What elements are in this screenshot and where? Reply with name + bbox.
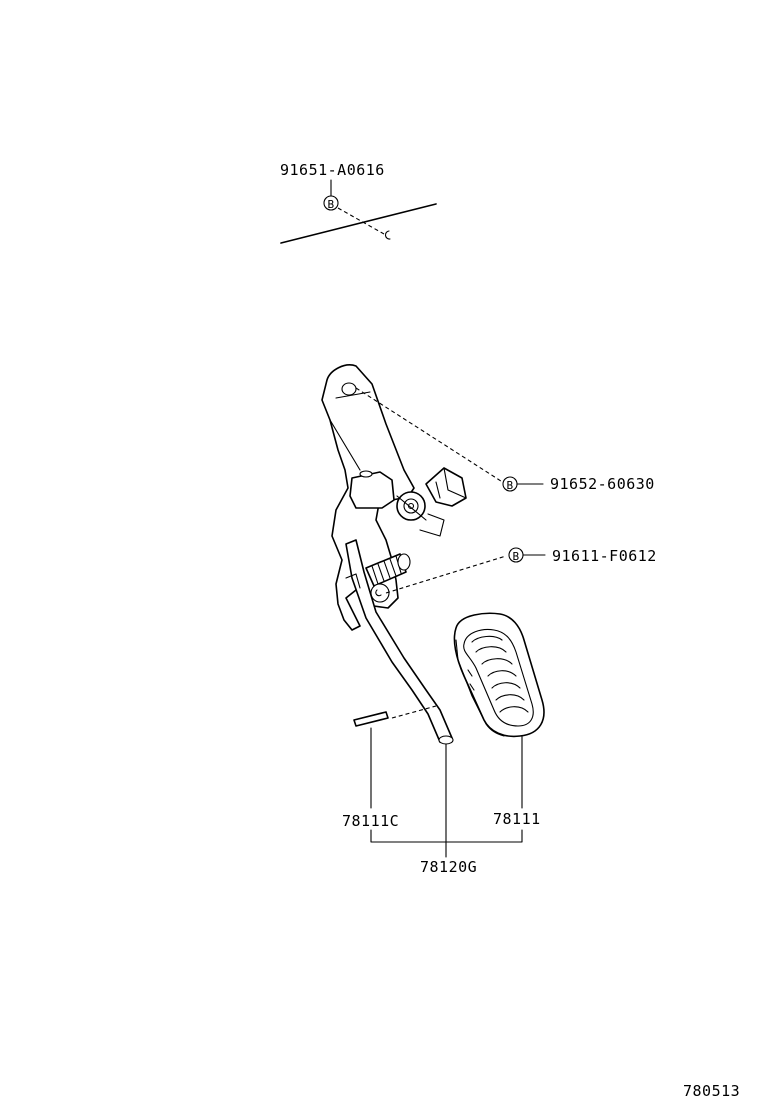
diagram-code: 780513 <box>683 1082 740 1100</box>
lower-pivot-hole-icon <box>375 589 382 597</box>
pin-body <box>353 711 389 727</box>
pivot-housing <box>349 471 395 509</box>
bracket-edge-line <box>329 419 361 471</box>
part-label-bolt-lower[interactable]: 91611-F0612 <box>552 547 657 565</box>
bolt-marker-letter-lower: B <box>512 550 519 563</box>
pedal-pad-inner <box>463 628 534 727</box>
bracket-mount-hole <box>341 382 357 396</box>
pivot-cap <box>359 470 373 478</box>
bolt-callout-lower: B 91611-F0612 <box>508 547 657 565</box>
pedal-pad <box>453 612 545 738</box>
bottom-callouts: 78111C 78111 78120G <box>342 727 541 876</box>
bolt-marker-letter-top: B <box>327 198 334 211</box>
pedal-arm-end <box>438 735 454 745</box>
pedal-bracket-assembly <box>321 364 507 745</box>
pivot-ring-inner <box>403 498 419 514</box>
connector-detail-line <box>435 481 441 499</box>
bolt-marker-letter-bracket: B <box>506 479 513 492</box>
bolt-marker-circle-top <box>323 195 339 211</box>
connector-face-line <box>443 467 467 499</box>
pin-part <box>353 705 437 727</box>
arm-stop-tab <box>345 573 361 589</box>
group-bracket-line <box>370 829 523 843</box>
dashed-leader-bolt-bracket <box>355 387 505 484</box>
pivot-plate-line <box>396 495 427 521</box>
part-label-bolt-bracket[interactable]: 91652-60630 <box>550 475 655 493</box>
pedal-pad-ribs <box>471 635 529 713</box>
part-label-pedal-assembly[interactable]: 78120G <box>420 858 477 876</box>
return-spring <box>365 553 411 587</box>
dashed-leader-bolt-top <box>337 207 385 235</box>
dashed-leader-pin <box>391 705 437 719</box>
top-bolt-detail: 91651-A0616 B <box>280 161 437 244</box>
part-label-bolt-top[interactable]: 91651-A0616 <box>280 161 385 179</box>
sensor-mount-tab <box>419 513 445 537</box>
sensor-connector <box>425 467 467 507</box>
spring-end-cap <box>397 553 411 571</box>
pedal-pad-clip <box>467 669 475 691</box>
part-label-pad[interactable]: 78111 <box>493 810 541 828</box>
bolt-hole-top-icon <box>384 230 391 240</box>
part-label-pin[interactable]: 78111C <box>342 812 399 830</box>
floor-panel-line <box>280 203 437 244</box>
pedal-pad-side <box>455 639 505 737</box>
spring-coils <box>371 555 402 585</box>
bolt-callout-bracket: B 91652-60630 <box>502 475 655 493</box>
